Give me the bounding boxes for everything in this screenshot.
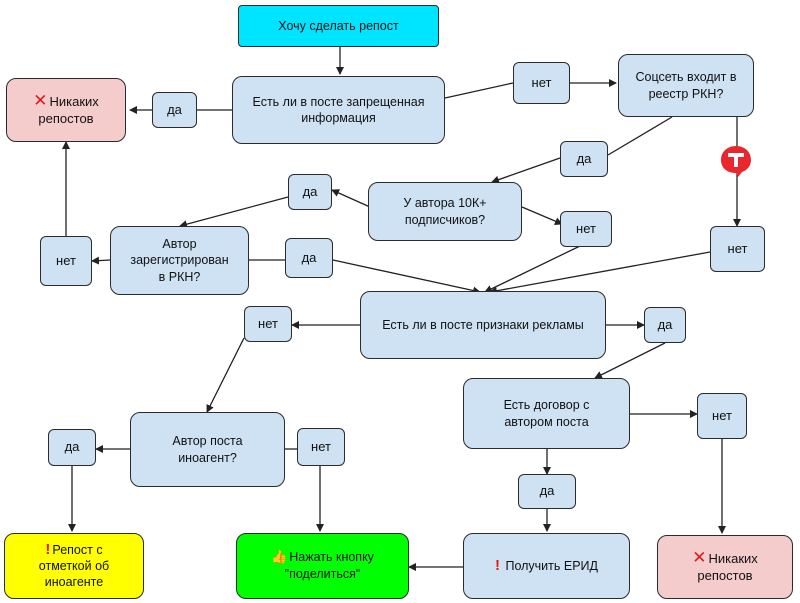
label-no-contract: нет: [697, 393, 747, 439]
arrow-yes-to-contract: [594, 342, 666, 379]
end-get-erid: ! Получить ЕРИД: [463, 533, 630, 599]
decision-foreign-agent: Автор поста иноагент?: [130, 412, 285, 487]
label-no-registry: нет: [710, 226, 765, 272]
label-no-ads: нет: [244, 306, 292, 342]
end-repost-with-mark: !Репост с отметкой об иноагенте: [4, 533, 144, 599]
arrow-no-to-foreign-agent: [206, 337, 245, 413]
arrow-forbidden-to-no: [444, 82, 514, 99]
decision-author-rkn: Автор зарегистрирован в РКН?: [110, 226, 249, 295]
arrow-yes-to-author-rkn: [179, 196, 289, 229]
arrow-yes-to-ads: [332, 259, 481, 295]
thumbs-up-icon: 👍: [271, 549, 288, 565]
arrow-author-to-no: [91, 256, 111, 265]
end-no-reposts-bottom: ✕Никаких репостов: [657, 535, 793, 599]
label-no-foreign-agent: нет: [297, 428, 345, 466]
end-no-reposts-top: ✕Никаких репостов: [6, 78, 126, 142]
exclamation-icon: !: [494, 556, 500, 574]
label-yes-contract: да: [518, 474, 576, 509]
decision-forbidden-info: Есть ли в посте запрещенная информация: [232, 76, 445, 144]
cross-mark-icon: ✕: [33, 91, 48, 111]
decision-ads: Есть ли в посте признаки рекламы: [360, 291, 606, 359]
label-no-author-rkn: нет: [40, 236, 92, 286]
arrow-10k-to-no: [521, 206, 563, 225]
decision-10k-subscribers: У автора 10К+ подписчиков?: [368, 182, 522, 241]
label-yes-ads: да: [644, 307, 686, 343]
arrow-yes-to-10k: [491, 157, 561, 184]
telegram-t-badge-icon: [721, 146, 751, 177]
arrow-no-to-ads: [484, 245, 581, 293]
label-yes-foreign-agent: да: [48, 429, 96, 466]
arrow-no-to-ads-right: [489, 251, 711, 295]
exclamation-icon: !: [45, 540, 51, 558]
arrow-10k-to-yes: [331, 189, 371, 208]
decision-rkn-registry: Соцсеть входит в реестр РКН?: [618, 54, 754, 117]
start-node: Хочу сделать репост: [238, 5, 439, 47]
label-no-forbidden: нет: [513, 62, 570, 104]
label-no-10k: нет: [560, 211, 612, 247]
label-yes-registry: да: [560, 141, 608, 177]
decision-contract: Есть договор с автором поста: [463, 378, 630, 449]
end-press-share: 👍Нажать кнопку "поделиться": [236, 533, 409, 599]
label-yes-10k: да: [288, 174, 332, 210]
arrow-registry-to-yes: [607, 116, 673, 156]
cross-mark-icon: ✕: [692, 548, 707, 568]
label-yes-author-rkn: да: [285, 238, 333, 278]
label-yes-forbidden: да: [152, 92, 197, 128]
